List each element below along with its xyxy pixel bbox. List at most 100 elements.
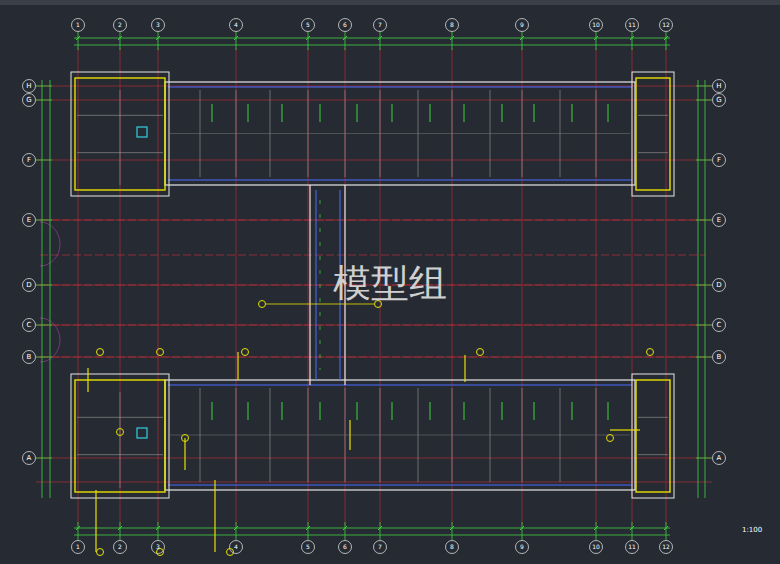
wall-line xyxy=(168,180,632,181)
callout-bubble xyxy=(97,349,104,356)
axis-number: 11 xyxy=(628,544,636,550)
dim-tick xyxy=(234,526,238,530)
axis-bubble xyxy=(446,541,459,554)
axis-bubble xyxy=(626,541,639,554)
leader-line xyxy=(308,522,309,540)
room-outline xyxy=(636,78,670,190)
axis-bubble xyxy=(590,541,603,554)
axis-letter: D xyxy=(26,282,31,289)
axis-number: 11 xyxy=(628,22,636,28)
callout-bubble xyxy=(259,301,266,308)
grid-line xyxy=(36,86,712,87)
axis-bubble xyxy=(23,452,36,465)
room-outline xyxy=(636,380,670,492)
leader-line xyxy=(158,32,159,50)
callout-leader xyxy=(214,480,215,552)
axis-letter: G xyxy=(716,97,721,104)
axis-number: 8 xyxy=(450,22,454,28)
axis-number: 7 xyxy=(378,544,382,550)
leader-line xyxy=(158,522,159,540)
axis-letter: B xyxy=(27,354,32,361)
axis-number: 5 xyxy=(306,544,310,550)
leader-line xyxy=(522,522,523,540)
axis-bubble xyxy=(660,19,673,32)
axis-number: 9 xyxy=(520,544,524,550)
rebar-mark xyxy=(502,104,503,122)
dim-tick xyxy=(594,36,598,40)
partition-line xyxy=(638,152,668,153)
rebar-mark xyxy=(357,104,358,122)
dim-tick xyxy=(378,36,382,40)
leader-line xyxy=(632,522,633,540)
dim-tick xyxy=(156,36,160,40)
axis-number: 4 xyxy=(234,22,238,28)
axis-number: 10 xyxy=(592,22,600,28)
grid-line xyxy=(40,357,705,358)
leader-line xyxy=(36,160,52,161)
rebar-mark xyxy=(502,402,503,420)
grid-line xyxy=(36,482,712,483)
dim-tick xyxy=(306,526,310,530)
grid-line xyxy=(36,160,712,161)
leader-line xyxy=(696,285,712,286)
axis-letter: D xyxy=(716,282,721,289)
dimension-line xyxy=(698,80,699,498)
leader-line xyxy=(78,32,79,50)
callout-bubble xyxy=(477,349,484,356)
callout-leader xyxy=(266,304,374,305)
axis-letter: G xyxy=(26,97,31,104)
rebar-mark xyxy=(282,104,283,122)
leader-line xyxy=(666,522,667,540)
rebar-mark xyxy=(572,104,573,122)
dim-tick xyxy=(76,36,80,40)
dim-tick xyxy=(520,526,524,530)
rebar-mark xyxy=(392,104,393,122)
axis-bubble xyxy=(374,19,387,32)
leader-line xyxy=(36,100,52,101)
partition-line xyxy=(120,90,121,185)
axis-letter: C xyxy=(27,322,32,329)
callout-leader xyxy=(349,420,350,450)
rebar-mark xyxy=(248,104,249,122)
dimension-line xyxy=(705,80,706,498)
callout-leader xyxy=(464,355,465,382)
callout-bubble xyxy=(242,349,249,356)
axis-bubble xyxy=(302,19,315,32)
axis-bubble xyxy=(23,80,36,93)
dimension-line xyxy=(74,45,670,46)
axis-number: 12 xyxy=(662,544,670,550)
leader-line xyxy=(452,32,453,50)
dimension-line xyxy=(50,80,51,498)
callout-leader xyxy=(237,352,238,380)
wall-outline xyxy=(165,380,635,490)
axis-letter: H xyxy=(716,83,721,90)
dim-tick xyxy=(630,36,634,40)
axis-bubble xyxy=(626,19,639,32)
rebar-mark xyxy=(212,402,213,420)
axis-number: 7 xyxy=(378,22,382,28)
partition-line xyxy=(638,454,668,455)
grid-line xyxy=(36,220,712,221)
leader-line xyxy=(78,522,79,540)
dim-tick xyxy=(594,526,598,530)
wall-outline xyxy=(632,374,674,498)
grid-line xyxy=(158,48,159,525)
callout-bubble xyxy=(182,435,189,442)
leader-line xyxy=(632,32,633,50)
rebar-mark xyxy=(534,104,535,122)
axis-bubble xyxy=(713,351,726,364)
dimension-line xyxy=(74,528,670,529)
grid-line xyxy=(666,48,667,525)
leader-line xyxy=(36,285,52,286)
grid-line xyxy=(78,48,79,525)
callout-leader xyxy=(610,429,640,430)
grid-line xyxy=(36,100,712,101)
wall-outline xyxy=(71,374,169,498)
axis-number: 2 xyxy=(118,544,122,550)
dimension-line xyxy=(74,38,670,39)
leader-line xyxy=(36,86,52,87)
axis-bubble xyxy=(152,541,165,554)
axis-number: 8 xyxy=(450,544,454,550)
axis-bubble xyxy=(516,19,529,32)
